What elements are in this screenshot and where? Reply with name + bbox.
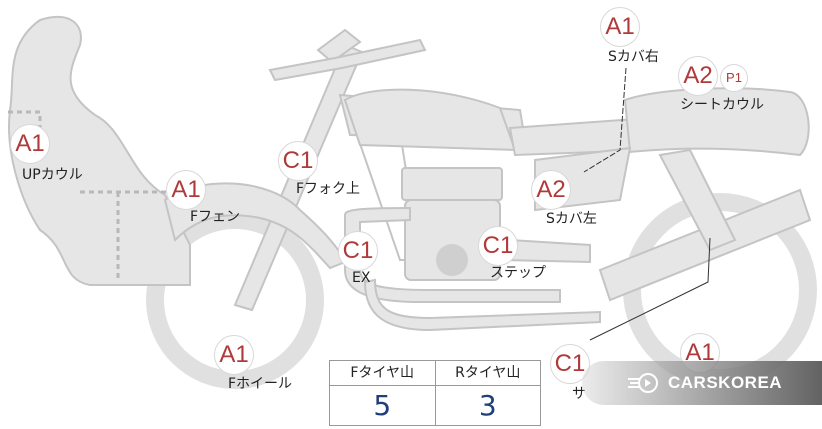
marker-muffler: C1 <box>550 344 590 384</box>
front-tire-value: 5 <box>373 389 392 422</box>
front-tire-header: Fタイヤ山 <box>330 361 435 386</box>
label-seat-cowl: シートカウル <box>680 97 764 113</box>
marker-s-cover-left: A2 <box>531 170 571 210</box>
label-f-fender: Fフェン <box>190 209 241 225</box>
front-tire-column: Fタイヤ山 5 <box>330 361 435 425</box>
marker-up-cowl: A1 <box>10 124 50 164</box>
carskorea-logo-icon <box>628 373 658 393</box>
marker-f-fork-upper: C1 <box>278 141 318 181</box>
rear-tire-header: Rタイヤ山 <box>435 361 540 386</box>
marker-s-cover-right: A1 <box>600 7 640 47</box>
marker-f-wheel: A1 <box>214 335 254 375</box>
marker-exhaust: C1 <box>338 231 378 271</box>
carskorea-brand-text: CARSKOREA <box>668 373 783 392</box>
tire-tread-table: Fタイヤ山 5 Rタイヤ山 3 <box>329 360 541 426</box>
rear-tire-value: 3 <box>478 389 497 422</box>
label-s-cover-left: Sカバ左 <box>546 211 597 227</box>
label-up-cowl: UPカウル <box>22 167 83 183</box>
carskorea-watermark: CARSKOREA <box>582 361 822 405</box>
rear-tire-column: Rタイヤ山 3 <box>434 361 540 425</box>
label-f-fork-upper: Fフォク上 <box>296 181 361 197</box>
marker-seat-cowl: A2 <box>678 56 718 96</box>
label-f-wheel: Fホイール <box>228 376 293 392</box>
label-s-cover-right: Sカバ右 <box>608 49 659 65</box>
marker-step: C1 <box>478 226 518 266</box>
label-step: ステップ <box>490 265 546 281</box>
label-exhaust: EX <box>352 270 371 286</box>
marker-f-fender: A1 <box>166 170 206 210</box>
marker-seat-cowl-sub: P1 <box>720 64 748 92</box>
